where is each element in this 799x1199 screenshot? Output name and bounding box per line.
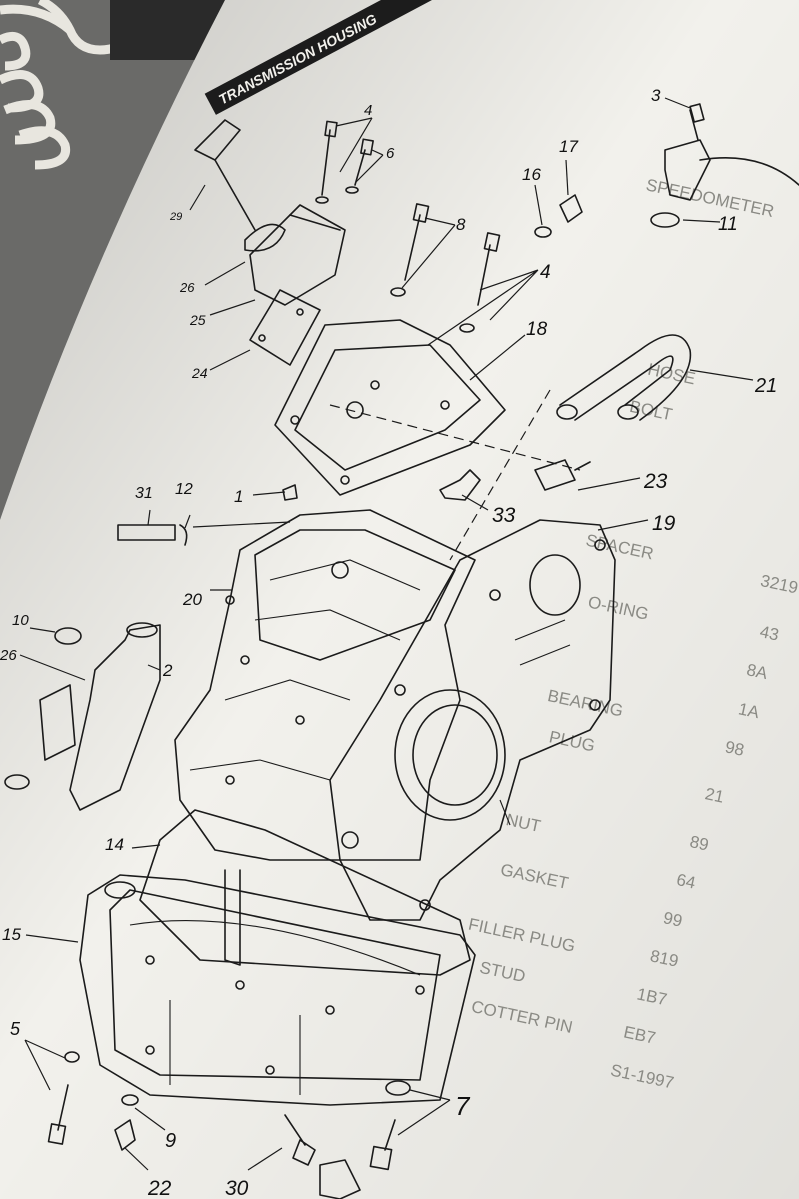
callout-14: 14	[105, 835, 124, 854]
hose-21	[556, 334, 692, 421]
callout-33: 33	[492, 504, 516, 527]
part-29-shaft	[214, 159, 256, 231]
part-25-cover	[249, 204, 346, 306]
callout-22: 22	[147, 1177, 172, 1199]
callout-4: 4	[540, 262, 551, 283]
callout-15: 15	[2, 925, 21, 944]
svg-text:89: 89	[688, 832, 710, 855]
part-29-lever	[194, 119, 241, 161]
main-housing-20	[174, 509, 476, 966]
bottom-hardware	[47, 1051, 411, 1199]
svg-text:8A: 8A	[745, 660, 770, 683]
part-24-gasket	[249, 289, 321, 366]
callout-31: 31	[135, 485, 153, 502]
callout-18: 18	[526, 319, 548, 340]
callout-29: 29	[169, 211, 182, 223]
callout-7: 7	[455, 1091, 471, 1121]
callout-16: 16	[522, 165, 541, 184]
callout-26: 26	[179, 280, 195, 295]
callout-10: 10	[12, 612, 29, 629]
top-cover-assembly	[194, 119, 346, 366]
callout-21: 21	[754, 375, 777, 397]
bolt-8	[404, 214, 421, 281]
callout-5: 5	[10, 1019, 21, 1039]
part-26-seal	[244, 223, 286, 252]
callout-2: 2	[162, 661, 173, 680]
callout-26: 26	[0, 647, 17, 664]
plug-17	[534, 194, 583, 238]
bolts-top	[315, 120, 501, 333]
callout-11: 11	[718, 214, 738, 235]
callout-23: 23	[643, 470, 668, 493]
svg-text:43: 43	[758, 622, 780, 645]
bolt-4b	[477, 244, 491, 306]
callouts: 3 4 6 8 16 17 11 4 18 21 23 33 19 31 12 …	[0, 86, 777, 1199]
speed-sensor	[650, 103, 799, 228]
leader-lines	[19, 97, 754, 1171]
callout-19: 19	[652, 512, 676, 535]
callout-3: 3	[651, 86, 661, 105]
callout-20: 20	[182, 590, 202, 609]
filler-neck	[4, 622, 161, 811]
callout-24: 24	[191, 365, 208, 381]
callout-8: 8	[456, 215, 466, 234]
callout-12: 12	[175, 481, 193, 498]
callout-25: 25	[189, 312, 206, 328]
svg-text:98: 98	[723, 737, 745, 760]
svg-text:99: 99	[662, 908, 684, 931]
oil-pan-15	[79, 809, 476, 1106]
callout-30: 30	[225, 1177, 249, 1199]
callout-6: 6	[386, 145, 395, 162]
callout-4: 4	[364, 102, 372, 119]
bearing-plate-19	[329, 519, 616, 921]
callout-1: 1	[234, 487, 243, 506]
bolt-6	[354, 149, 366, 186]
svg-text:1A: 1A	[737, 699, 762, 722]
exploded-diagram	[4, 97, 799, 1199]
callout-9: 9	[165, 1130, 176, 1152]
cover-edge	[289, 214, 341, 231]
svg-text:64: 64	[675, 870, 697, 893]
callout-17: 17	[559, 137, 578, 156]
svg-text:21: 21	[703, 784, 725, 807]
bolt-4a	[321, 129, 331, 196]
